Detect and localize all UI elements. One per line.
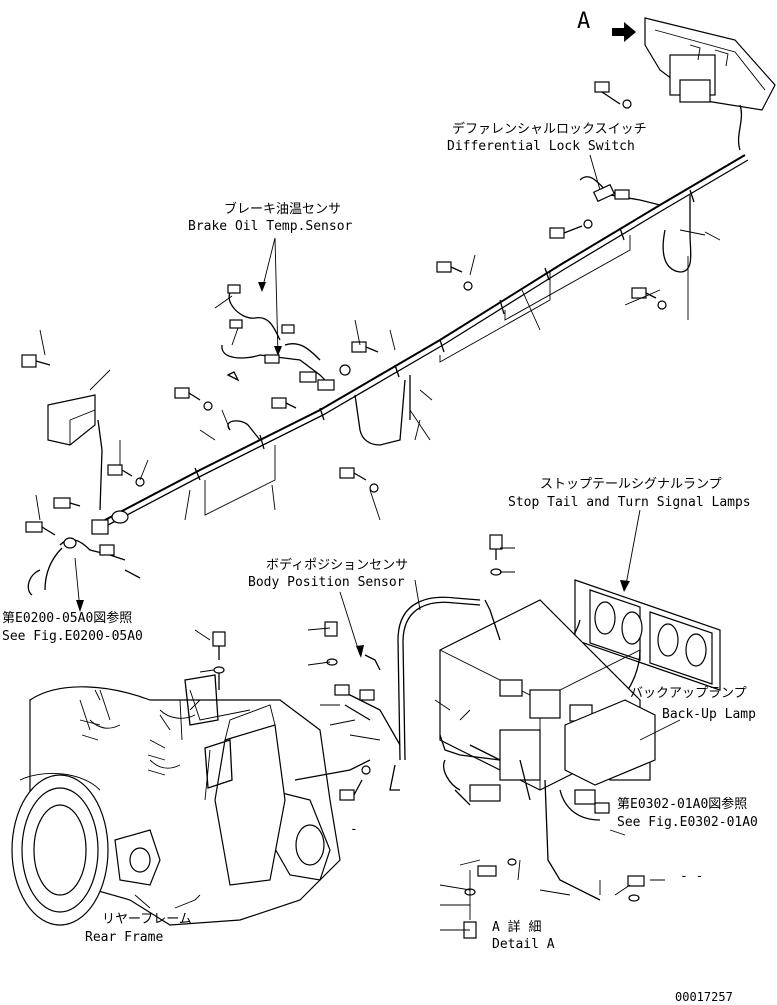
ref-e0200-label-jp: 第E0200-05A0図参照 [2,610,132,626]
rear-frame-label-en: Rear Frame [85,930,163,945]
bolt-set-mid-right [107,219,667,493]
left-clip-bracket [21,354,103,511]
stop-tail-label-jp: ストップテールシグナルランプ [540,477,722,492]
brake-oil-sensor-harness [221,284,351,441]
brake-oil-sensor-label-jp: ブレーキ油温センサ [224,201,341,217]
body-position-harness [334,596,501,791]
brake-oil-sensor-label-en: Brake Oil Temp.Sensor [188,219,353,234]
diff-lock-switch-label-jp: デファレンシャルロックスイッチ [452,121,647,137]
back-up-lamp-label-jp: バックアップランプ [630,686,747,701]
detail-a-label-en: Detail A [492,937,555,952]
dash-mark-right: - - [680,869,703,884]
drawing-number: 00017257 [675,990,733,1004]
diff-lock-switch-label-en: Differential Lock Switch [447,139,635,154]
rear-frame [11,674,371,926]
main-harness [104,154,749,526]
bolt-upper-right [594,81,621,105]
left-connector-group [25,497,141,596]
view-letter-a: A [577,9,590,34]
dash-mark-mid: - [350,822,358,837]
ref-e0302-label-jp: 第E0302-01A0図参照 [617,796,747,812]
stop-tail-label-en: Stop Tail and Turn Signal Lamps [508,495,751,510]
ref-e0302-label-en: See Fig.E0302-01A0 [617,815,758,830]
body-position-label-en: Body Position Sensor [248,575,405,590]
detail-a-label-jp: A 詳 細 [492,919,541,935]
body-position-label-jp: ボディポジションセンサ [266,557,408,573]
detail-a-panel [439,599,656,901]
bolt-set-lower-mid [324,534,645,939]
diff-lock-switch-bracket [644,17,776,151]
rear-frame-bolts [212,631,226,690]
rear-frame-label-jp: リヤーフレーム [102,912,192,927]
washer-upper-right [622,99,632,109]
view-direction-arrow-icon [612,22,636,42]
back-up-lamp-label-en: Back-Up Lamp [662,707,756,722]
ref-e0200-label-en: See Fig.E0200-05A0 [2,629,143,644]
stop-tail-lamp-assembly [554,579,721,701]
